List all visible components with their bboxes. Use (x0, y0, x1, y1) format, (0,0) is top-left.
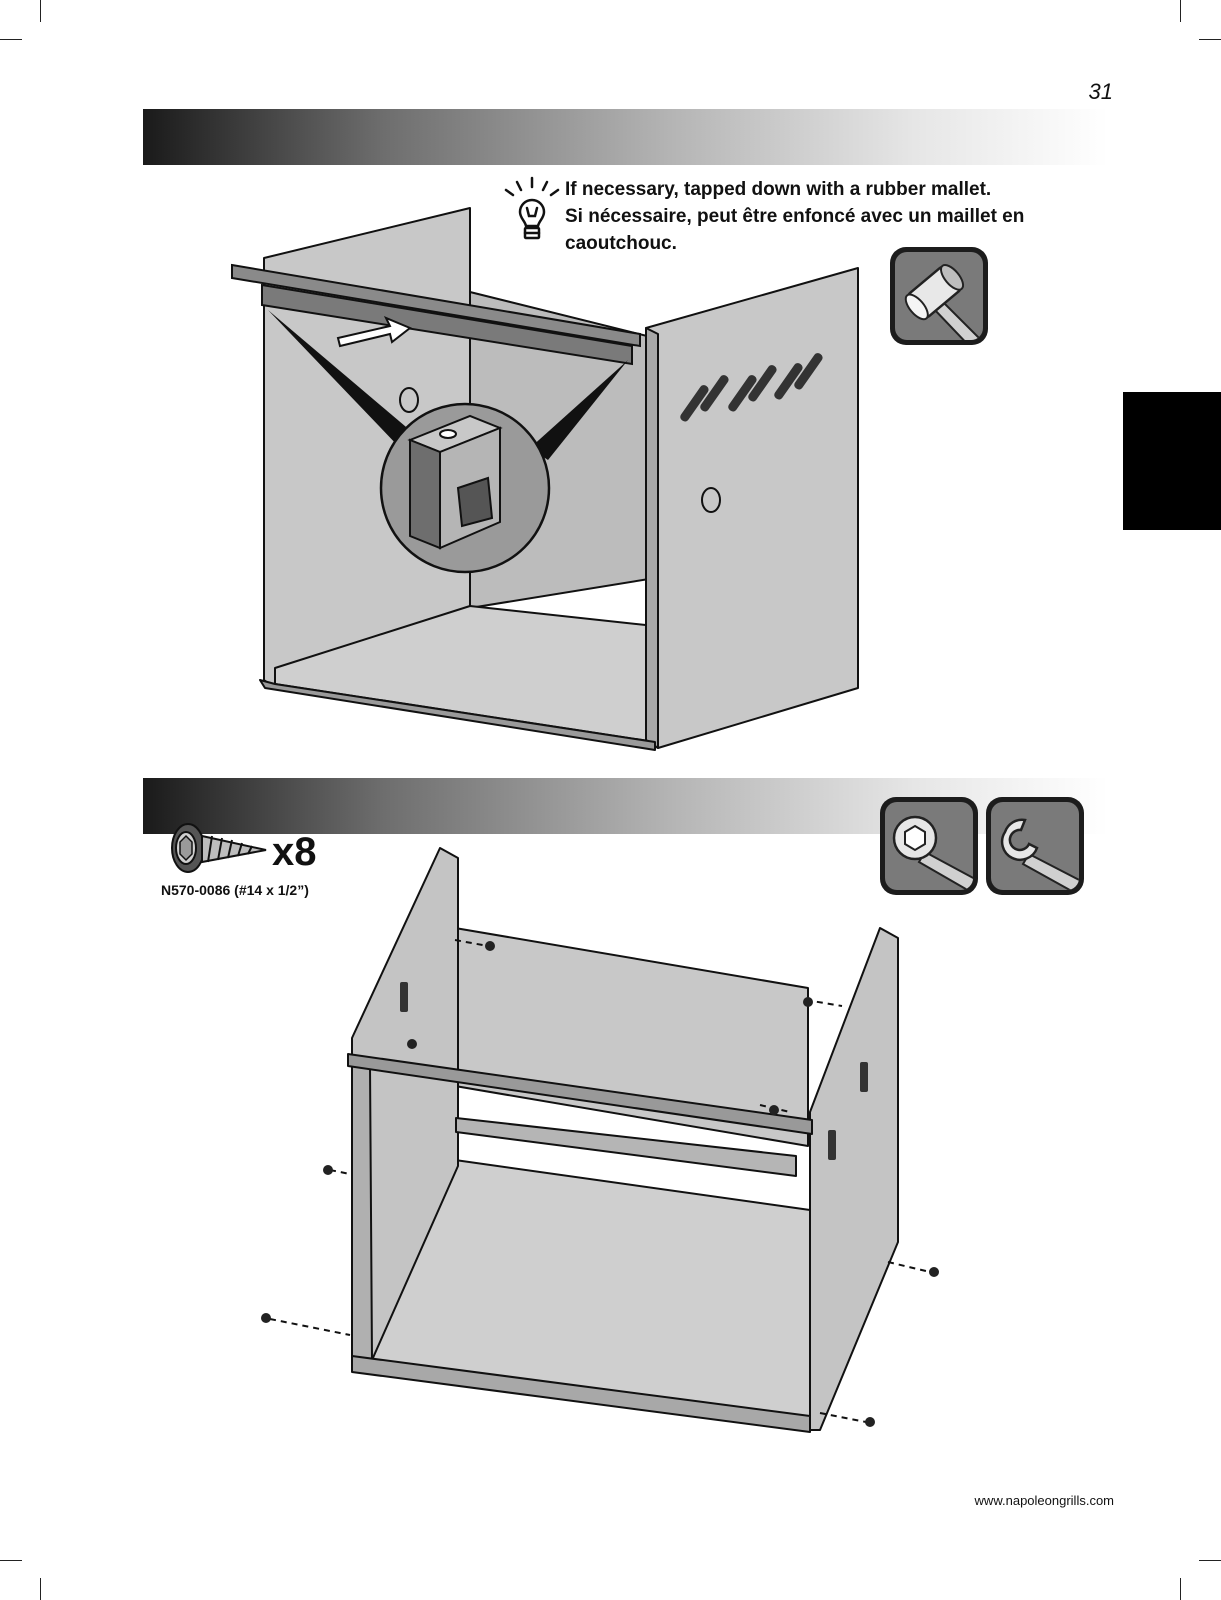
assembly-diagram-rail (231, 207, 859, 751)
crop-mark (40, 1578, 41, 1600)
crop-mark (0, 39, 22, 40)
rubber-mallet-icon (904, 263, 983, 340)
crop-mark (1180, 1578, 1181, 1600)
part-number: N570-0086 (#14 x 1/2”) (161, 882, 309, 898)
socket-wrench-icon (892, 815, 973, 890)
step-header-band (143, 109, 1108, 165)
crop-mark (0, 1560, 22, 1561)
tool-wrench (986, 797, 1084, 895)
assembly-diagram-screws (261, 847, 939, 1433)
tip-line-en: If necessary, tapped down with a rubber … (565, 179, 992, 200)
footer-url: www.napoleongrills.com (974, 1493, 1114, 1508)
tip-line-fr: Si nécessaire, peut être enfoncé avec un… (565, 206, 1025, 227)
quantity-label: x8 (272, 830, 317, 874)
open-end-wrench-icon (1000, 818, 1079, 890)
lightbulb-icon (504, 176, 560, 240)
tool-socket (880, 797, 978, 895)
tip-text: If necessary, tapped down with a rubber … (565, 176, 1085, 257)
tool-mallet (890, 247, 988, 345)
crop-mark (40, 0, 41, 22)
screw-icon (171, 823, 267, 873)
crop-mark (1199, 39, 1221, 40)
section-tab (1123, 392, 1221, 530)
crop-mark (1180, 0, 1181, 22)
crop-mark (1199, 1560, 1221, 1561)
page-number: 31 (1088, 79, 1113, 104)
tip-line-fr-cont: caoutchouc. (565, 233, 677, 254)
